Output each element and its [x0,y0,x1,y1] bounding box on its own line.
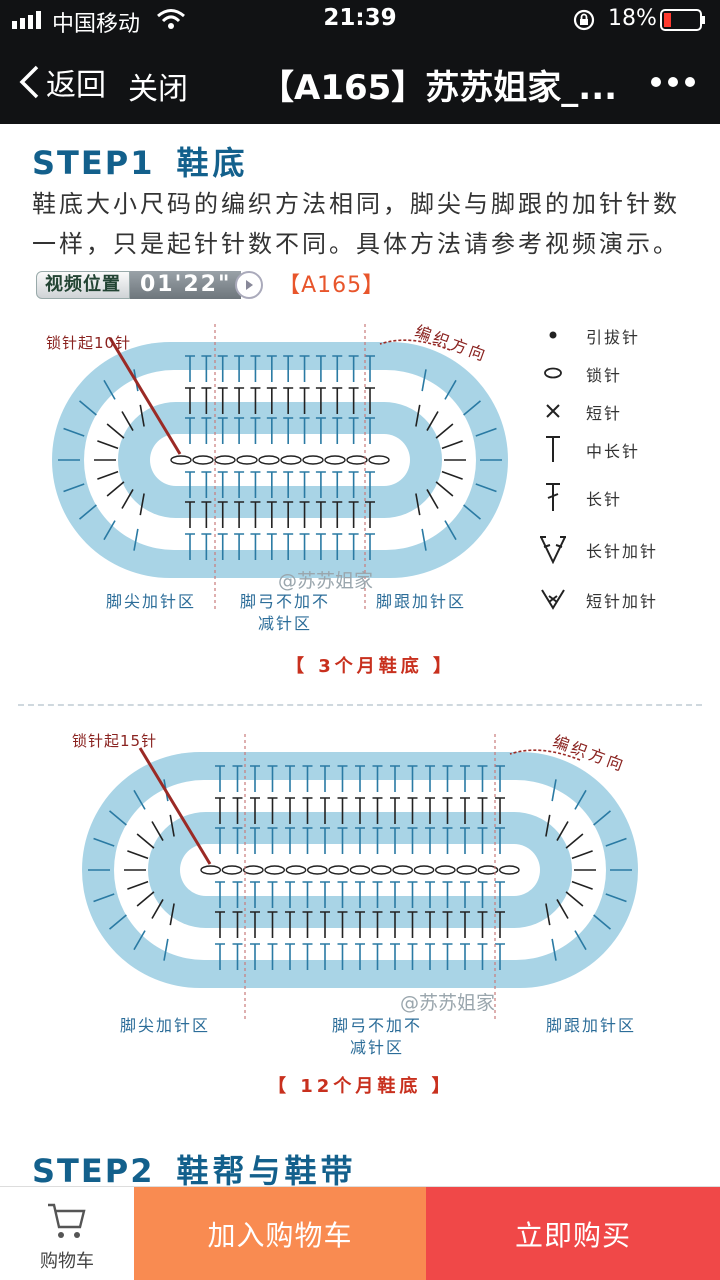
legend-item: 锁针 [530,358,690,388]
zone-arch-label-2: 减针区 [349,1038,404,1057]
status-time: 21:39 [323,5,397,31]
nav-bar: 返回 关闭 【A165】苏苏姐家_... [0,40,720,124]
video-time: 01'22" [130,271,242,299]
play-icon [235,271,264,299]
watermark: @苏苏姐家 [278,570,374,592]
step1-name: 鞋底 [176,144,249,182]
step1-number: STEP1 [32,144,155,182]
diagram-drawing [82,734,638,1020]
wifi-icon [157,9,185,29]
status-bar: 中国移动 21:39 18% [0,0,720,40]
step1-description-text: 鞋底大小尺码的编织方法相同，脚尖与脚跟的加针针数一样，只是起针针数不同。具体方法… [32,190,680,258]
top-bar: 中国移动 21:39 18% [0,0,720,124]
shopping-cart-icon [48,1203,86,1238]
step1-heading: STEP1 鞋底 [32,138,248,184]
dot-icon [549,331,557,339]
legend-item: 短针加针 [530,584,690,614]
video-position-label: 视频位置 [36,271,130,299]
zone-heel-label: 脚跟加针区 [545,1016,636,1035]
zone-arch-label-2: 减针区 [257,614,312,633]
chain-start-note: 锁针起10针 [46,334,132,352]
more-icon[interactable] [648,70,698,94]
legend-item: 引拔针 [530,320,690,350]
add-to-cart-button[interactable]: 加入购物车 [134,1187,426,1280]
legend-item: 短针 [530,396,690,426]
battery-percent: 18% [608,6,657,31]
zone-toe-label: 脚尖加针区 [119,1016,210,1035]
back-label: 返回 [46,68,106,103]
step2-number: STEP2 [32,1152,155,1186]
single-increase-icon [541,589,565,610]
article-content[interactable]: STEP1 鞋底 鞋底大小尺码的编织方法相同，脚尖与脚跟的加针针数一样，只是起针针… [0,124,720,1186]
video-position-badge[interactable]: 视频位置 01'22" [36,270,264,300]
diagram-drawing [52,324,508,610]
legend-item: 长针 [530,482,690,512]
buy-now-button[interactable]: 立即购买 [426,1187,720,1280]
carrier-name: 中国移动 [52,12,141,37]
chain-start-note: 锁针起15针 [72,732,158,750]
product-code: 【A165】 [278,273,386,298]
legend-item: 长针加针 [530,534,690,564]
cart-button[interactable]: 购物车 [0,1187,134,1280]
back-button[interactable]: 返回 [18,60,106,104]
chevron-left-icon [19,65,39,99]
legend-item: 中长针 [530,434,690,464]
close-button[interactable]: 关闭 [128,72,188,107]
rotation-lock-icon [573,9,595,31]
cart-label: 购物车 [40,1251,94,1272]
battery-icon [660,9,705,31]
step2-heading: STEP2 鞋帮与鞋带 [32,1146,356,1186]
double-icon [546,483,560,511]
sole-diagram-3-months [52,324,508,610]
sole-diagram-12-months [82,734,638,1020]
step1-description: 鞋底大小尺码的编织方法相同，脚尖与脚跟的加针针数一样，只是起针针数不同。具体方法… [32,184,696,306]
signal-icon [12,11,41,29]
zone-toe-label: 脚尖加针区 [105,592,196,611]
cross-icon [546,404,560,418]
zone-arch-label: 脚弓不加不 [239,592,330,611]
diagram1-caption: 【 3个月鞋底 】 [286,656,456,677]
step2-name: 鞋帮与鞋带 [176,1152,357,1186]
bottom-action-bar: 购物车 加入购物车 立即购买 [0,1186,720,1280]
watermark: @苏苏姐家 [400,992,496,1014]
diagram2-caption: 【 12个月鞋底 】 [268,1076,454,1097]
zone-arch-label: 脚弓不加不 [331,1016,422,1035]
half-double-icon [546,436,560,462]
zone-heel-label: 脚跟加针区 [375,592,466,611]
oval-icon [544,367,562,379]
page-title: 【A165】苏苏姐家_... [260,68,618,108]
double-increase-icon [540,536,566,564]
section-divider [18,704,702,706]
